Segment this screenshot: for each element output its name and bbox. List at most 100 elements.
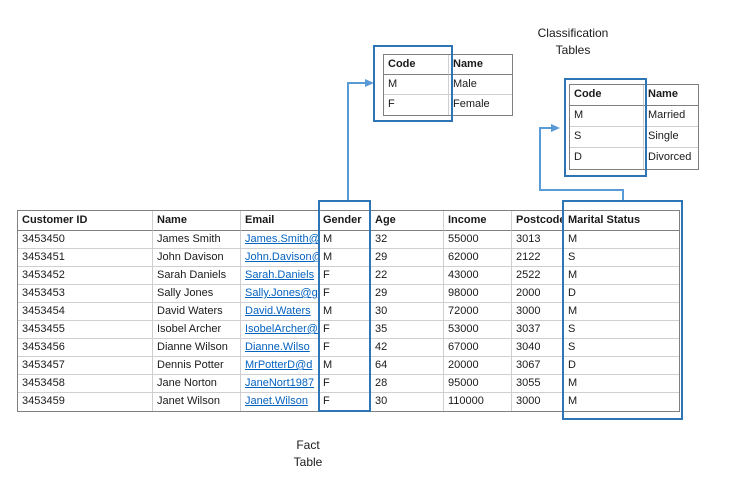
fact-cell: 95000 (444, 375, 512, 393)
fact-cell: 3453459 (18, 393, 153, 411)
marital-table-header-code: Code (570, 85, 644, 106)
fact-cell: Janet Wilson (153, 393, 241, 411)
fact-cell: Sally Jones (153, 285, 241, 303)
fact-cell: M (564, 231, 679, 249)
gender-table-header-name: Name (449, 55, 512, 75)
fact-cell: 3453456 (18, 339, 153, 357)
fact-cell: M (564, 303, 679, 321)
fact-cell: 3067 (512, 357, 564, 375)
fact-cell: 28 (371, 375, 444, 393)
fact-cell: 3453454 (18, 303, 153, 321)
marital-table-cell: Single (644, 127, 698, 148)
fact-cell: 3040 (512, 339, 564, 357)
gender-table-header-code: Code (384, 55, 449, 75)
fact-cell: D (564, 357, 679, 375)
gender-table-cell: Female (453, 98, 490, 110)
fact-cell: 2522 (512, 267, 564, 285)
gender-table-cell: F (384, 95, 449, 115)
fact-cell: 67000 (444, 339, 512, 357)
fact-cell: Dianne Wilson (153, 339, 241, 357)
email-link[interactable]: MrPotterD@d (241, 357, 319, 375)
fact-cell: 62000 (444, 249, 512, 267)
fact-cell: 3453451 (18, 249, 153, 267)
fact-cell: 64 (371, 357, 444, 375)
fact-cell: 32 (371, 231, 444, 249)
fact-cell: David Waters (153, 303, 241, 321)
fact-cell: 30 (371, 393, 444, 411)
fact-cell: M (564, 375, 679, 393)
fact-cell: 110000 (444, 393, 512, 411)
fact-cell: F (319, 393, 371, 411)
fact-header-name: Name (153, 211, 241, 231)
marital-table-cell: Married (644, 106, 698, 127)
fact-cell: 53000 (444, 321, 512, 339)
marital-classification-table: Code Name M Married S Single D Divorced (569, 84, 699, 170)
fact-cell: 55000 (444, 231, 512, 249)
fact-cell: D (564, 285, 679, 303)
fact-cell: 98000 (444, 285, 512, 303)
email-link[interactable]: John.Davison@ (241, 249, 319, 267)
fact-table-label-line1: Fact (296, 438, 320, 452)
fact-table: Customer ID Name Email Gender Age Income… (17, 210, 680, 412)
fact-cell: S (564, 249, 679, 267)
marital-table-cell: M (570, 106, 644, 127)
fact-table-label: Fact Table (258, 437, 358, 471)
classification-tables-label-line2: Tables (555, 43, 591, 57)
fact-header-customer-id: Customer ID (18, 211, 153, 231)
fact-cell: M (319, 249, 371, 267)
email-link[interactable]: James.Smith@ (241, 231, 319, 249)
fact-cell: 42 (371, 339, 444, 357)
gender-classification-table: Code Name M Male F Female (383, 54, 513, 116)
gender-table-cell: Male (449, 75, 512, 95)
marital-table-cell: Divorced (648, 151, 692, 163)
email-link[interactable]: Sarah.Daniels (241, 267, 319, 285)
fact-cell: F (319, 267, 371, 285)
fact-cell: F (319, 285, 371, 303)
fact-header-gender: Gender (319, 211, 371, 231)
marital-table-cell: S (570, 127, 644, 148)
classification-tables-label: Classification Tables (508, 25, 638, 59)
fact-table-label-line2: Table (293, 455, 323, 469)
fact-cell: F (319, 339, 371, 357)
fact-cell: Dennis Potter (153, 357, 241, 375)
fact-cell: Sarah Daniels (153, 267, 241, 285)
fact-cell: 29 (371, 249, 444, 267)
fact-cell: 3453458 (18, 375, 153, 393)
fact-header-marital-status: Marital Status (564, 211, 679, 231)
email-link[interactable]: JaneNort1987 (241, 375, 319, 393)
fact-cell: 20000 (444, 357, 512, 375)
fact-cell: S (564, 321, 679, 339)
fact-cell: 29 (371, 285, 444, 303)
fact-cell: 3013 (512, 231, 564, 249)
fact-cell: M (319, 231, 371, 249)
fact-cell: John Davison (153, 249, 241, 267)
fact-cell: Jane Norton (153, 375, 241, 393)
fact-cell: Isobel Archer (153, 321, 241, 339)
fact-cell: M (319, 303, 371, 321)
fact-cell: 3453452 (18, 267, 153, 285)
fact-cell: 3453455 (18, 321, 153, 339)
fact-cell: 2000 (512, 285, 564, 303)
classification-tables-label-line1: Classification (537, 26, 609, 40)
fact-cell: F (319, 375, 371, 393)
fact-cell: 72000 (444, 303, 512, 321)
email-link[interactable]: Janet.Wilson (241, 393, 319, 411)
fact-cell: James Smith (153, 231, 241, 249)
fact-cell: 3037 (512, 321, 564, 339)
marital-table-header-name: Name (644, 85, 698, 106)
fact-header-postcode: Postcode (512, 211, 564, 231)
fact-cell: S (564, 339, 679, 357)
email-link[interactable]: Sally.Jones@g (241, 285, 319, 303)
gender-connector-arrow (347, 79, 374, 200)
fact-header-income: Income (444, 211, 512, 231)
fact-cell: 22 (371, 267, 444, 285)
fact-cell: 3000 (512, 303, 564, 321)
fact-cell: F (319, 321, 371, 339)
email-link[interactable]: Dianne.Wilso (241, 339, 319, 357)
fact-cell: 3453450 (18, 231, 153, 249)
email-link[interactable]: David.Waters (241, 303, 319, 321)
fact-header-age: Age (371, 211, 444, 231)
email-link[interactable]: IsobelArcher@ (241, 321, 319, 339)
fact-cell: M (564, 267, 679, 285)
